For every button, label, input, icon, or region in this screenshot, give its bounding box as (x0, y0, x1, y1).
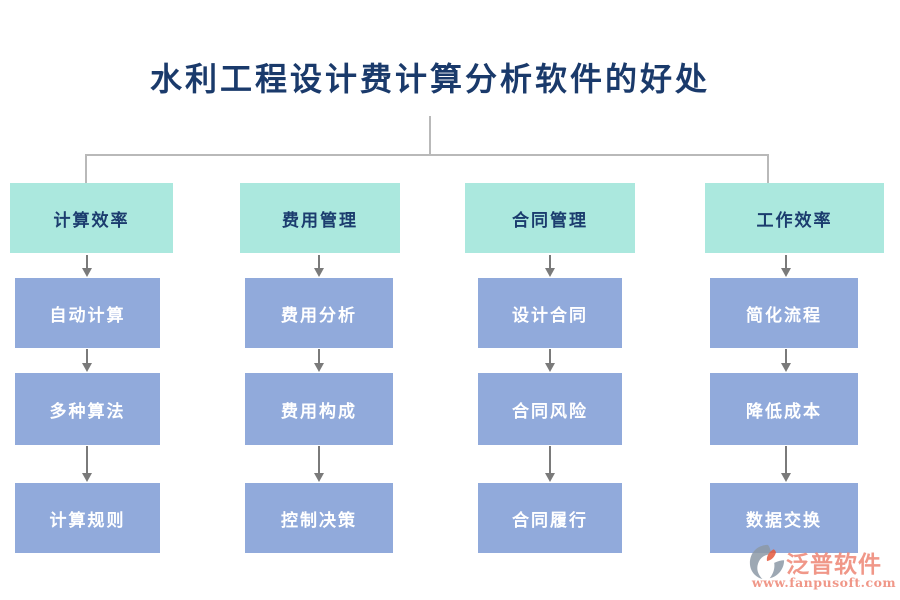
item-box-calc-rules: 计算规则 (15, 483, 160, 553)
item-box-auto-calc: 自动计算 (15, 278, 160, 348)
connector-drop-left (85, 154, 87, 184)
item-label: 费用分析 (281, 305, 357, 326)
item-box-cost-analysis: 费用分析 (245, 278, 393, 348)
header-label: 计算效率 (53, 210, 130, 231)
item-label: 自动计算 (49, 305, 126, 326)
connector-title-stub (429, 116, 431, 155)
item-box-contract-risk: 合同风险 (478, 373, 622, 445)
header-label: 工作效率 (756, 210, 833, 231)
item-label: 简化流程 (746, 305, 822, 326)
item-label: 数据交换 (746, 510, 822, 531)
item-box-cost-composition: 费用构成 (245, 373, 393, 445)
header-label: 费用管理 (282, 210, 358, 231)
item-label: 设计合同 (512, 305, 588, 326)
item-label: 合同风险 (512, 401, 588, 422)
brand-url: www.fanpusoft.com (751, 575, 897, 590)
item-label: 降低成本 (746, 401, 822, 422)
item-box-multi-algorithm: 多种算法 (15, 373, 160, 445)
header-box-cost-management: 费用管理 (240, 183, 400, 253)
item-box-contract-performance: 合同履行 (478, 483, 622, 553)
brand-watermark: 泛普软件 www.fanpusoft.com (749, 544, 899, 590)
item-label: 计算规则 (49, 510, 126, 531)
item-label: 费用构成 (281, 401, 357, 422)
connector-horizontal-line (85, 154, 769, 156)
header-label: 合同管理 (512, 210, 588, 231)
item-label: 合同履行 (512, 510, 588, 531)
page-title: 水利工程设计费计算分析软件的好处 (149, 60, 710, 98)
item-label: 多种算法 (49, 401, 126, 422)
header-box-contract-management: 合同管理 (465, 183, 635, 253)
item-box-design-contract: 设计合同 (478, 278, 622, 348)
item-box-data-exchange: 数据交换 (710, 483, 858, 553)
item-box-reduce-cost: 降低成本 (710, 373, 858, 445)
item-box-control-decision: 控制决策 (245, 483, 393, 553)
fanpu-logo-icon (749, 544, 785, 580)
header-box-calc-efficiency: 计算效率 (10, 183, 173, 253)
item-label: 控制决策 (281, 510, 357, 531)
connector-drop-right (767, 154, 769, 184)
brand-name: 泛普软件 (786, 551, 882, 578)
header-box-work-efficiency: 工作效率 (705, 183, 884, 253)
item-box-simplify-process: 简化流程 (710, 278, 858, 348)
